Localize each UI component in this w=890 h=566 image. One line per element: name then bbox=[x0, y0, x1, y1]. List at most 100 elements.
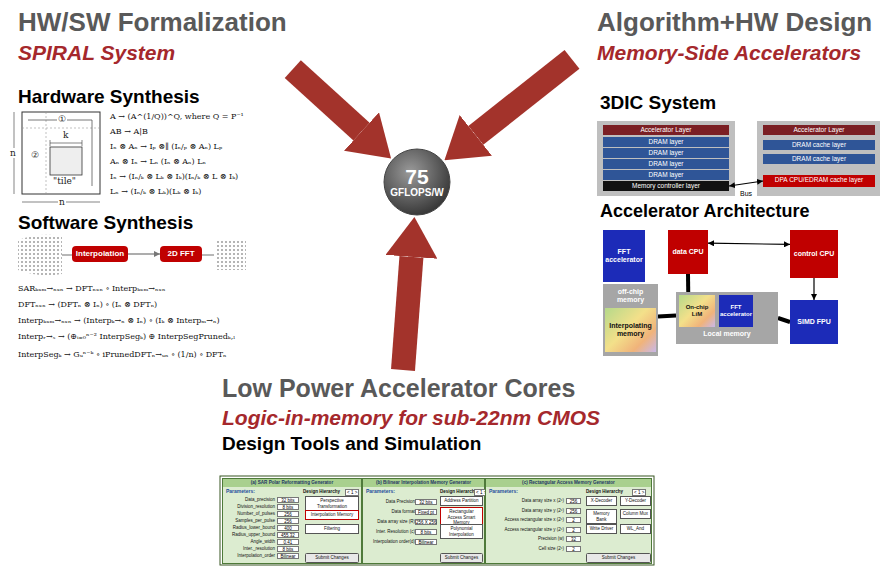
layer-box: DRAM cache layer bbox=[763, 140, 875, 150]
parameter-name: Inter. Resolution (c) bbox=[365, 529, 415, 534]
memory-block: off-chip memoryInterpolating memory bbox=[603, 284, 658, 356]
parameter-value: 8 bits bbox=[277, 546, 299, 552]
parameter-value: 2 bbox=[566, 527, 581, 533]
parameter-value: 32 bbox=[566, 536, 581, 542]
parameter-value: 8 bits bbox=[277, 504, 299, 510]
parameter-name: Inter._resolution bbox=[225, 546, 275, 551]
figure-annotation: n bbox=[9, 148, 17, 158]
parameter-name: Division_resolution bbox=[225, 504, 275, 509]
fpu-block: SIMD FPU bbox=[790, 300, 838, 344]
section-heading: Low Power Accelerator CoresLogic-in-memo… bbox=[205, 370, 655, 460]
parameters-heading: Parameters: bbox=[226, 489, 255, 495]
submit-button-text: Submit Changes bbox=[442, 555, 481, 561]
path-shape bbox=[28, 120, 92, 186]
parameter-name: Data array size y (2ⁿ) bbox=[488, 508, 564, 513]
cpu-block: control CPU bbox=[790, 230, 838, 278]
line-shape bbox=[46, 112, 47, 194]
layer-box: DRAM layer bbox=[603, 170, 729, 180]
module-box: Memory Bank bbox=[586, 509, 617, 524]
formula-text: Interpᵣ→ₛ → (⊕ᵢ₌₀ⁿ⁻² InterpSegₖ) ⊕ Inter… bbox=[18, 332, 235, 341]
memory-image-text: On-chip LiM bbox=[680, 304, 714, 318]
parameter-name: Access rectangular size x (2ⁿ) bbox=[488, 517, 564, 522]
parameter-value: 0.41 bbox=[277, 539, 299, 545]
module-box: Write Driver bbox=[586, 524, 617, 534]
hierarchy-label: Design Hierarchy bbox=[303, 489, 340, 494]
layer-box-text: DRAM layer bbox=[605, 160, 727, 168]
section-heading-text: Design Tools and Simulation bbox=[222, 433, 638, 456]
parameter-name: Radius_lower_bound bbox=[225, 525, 275, 530]
line-shape bbox=[82, 140, 83, 146]
module-box-text: X-Decoder bbox=[588, 498, 615, 504]
line-shape bbox=[22, 128, 100, 129]
parameter-name: Cell size (2ⁿ) bbox=[488, 546, 564, 551]
parameter-name: Data format bbox=[365, 509, 415, 514]
line-shape bbox=[50, 143, 82, 144]
accelerator-block-text: FFT accelerator bbox=[605, 248, 643, 264]
rect-shape bbox=[50, 147, 82, 175]
parameter-name: Angle_width bbox=[225, 539, 275, 544]
flow-arrow bbox=[403, 257, 411, 370]
parameter-value: 32 bits bbox=[415, 499, 437, 505]
parameter-name: Number_of_pulses bbox=[225, 511, 275, 516]
parameter-value: 8 bits bbox=[415, 529, 437, 535]
module-box: Interpolation Memory bbox=[305, 510, 359, 520]
section-subheading: 3DIC System bbox=[600, 92, 716, 114]
memory-block-text: Local memory bbox=[678, 330, 776, 338]
parameter-name: Data array size (R) bbox=[365, 519, 415, 524]
connector-line bbox=[813, 278, 814, 300]
formula-text: Aₙ ⊗ Iₙ → Lₙ (Iₙ ⊗ Aₙ) Lₙ bbox=[110, 157, 206, 166]
layer-box-text: Accelerator Layer bbox=[605, 126, 727, 134]
parameter-name: Data_precision bbox=[225, 497, 275, 502]
parameter-name: Samples_per_pulse bbox=[225, 518, 275, 523]
parameter-name: Data array size x (2ⁿ) bbox=[488, 498, 564, 503]
parameter-value: 2 bbox=[566, 546, 581, 552]
module-box-text: Interpolation Memory bbox=[307, 512, 357, 518]
layer-box-text: DRAM layer bbox=[605, 149, 727, 157]
memory-block: Local memoryOn-chip LiMFFT accelerator bbox=[676, 292, 778, 344]
formula-text: AB → A|B bbox=[110, 127, 148, 136]
spinner-label: < 1 > bbox=[345, 489, 359, 496]
layer-box-text: DRAM layer bbox=[605, 171, 727, 179]
connector-line bbox=[778, 318, 790, 322]
section-subheading: Software Synthesis bbox=[18, 212, 193, 234]
layer-box: DRAM cache layer bbox=[763, 154, 875, 164]
section-subheading: Accelerator Architecture bbox=[600, 201, 809, 222]
module-box-text: Perspective Transformation bbox=[307, 498, 357, 509]
formula-text: SARₖₓₘ→ₙₓₙ → DFTₙₓₙ ∘ Interpₖₓₘ→ₙₓₙ bbox=[18, 284, 165, 293]
parameter-name: Interpolation order(d) bbox=[365, 539, 415, 544]
connector-line bbox=[128, 253, 160, 254]
formula-text: InterpSegₖ → Gᵤⁿ⁻ᵏ ∘ iPrunedDFTₙ→ᵤₙ ∘ (1… bbox=[18, 350, 226, 359]
line-shape bbox=[62, 254, 72, 255]
figure-annotation: "tile" bbox=[52, 176, 77, 186]
section-heading-text: Low Power Accelerator Cores bbox=[222, 374, 638, 403]
formula-text: Iₙ → (Iₙ/ₖ ⊗ Lₖ ⊗ Iₖ)(Iₙ/ₖ ⊗ L ⊗ Iₖ) bbox=[110, 172, 238, 181]
submit-button-text: Submit Changes bbox=[588, 555, 649, 561]
parameter-value: 455.32 bbox=[277, 532, 299, 538]
layer-box-text: DRAM layer bbox=[605, 138, 727, 146]
parameter-value: 256 bbox=[277, 511, 299, 517]
module-box: Polynomial Interpolation bbox=[440, 524, 483, 539]
flow-arrow bbox=[476, 59, 572, 135]
module-box-text: Filtering bbox=[307, 526, 357, 532]
submit-button: Submit Changes bbox=[586, 553, 651, 563]
rect-shape bbox=[22, 112, 100, 194]
module-box: Y-Decoder bbox=[620, 496, 651, 506]
parameter-value: 256 bbox=[277, 518, 299, 524]
process-box-text: Interpolation bbox=[76, 249, 124, 259]
section-heading-text: Memory-Side Accelerators bbox=[597, 40, 880, 65]
rect-shape bbox=[757, 121, 880, 196]
module-box: Column Mux bbox=[620, 509, 651, 519]
rect-shape bbox=[216, 240, 246, 270]
parameter-value: Fixed pt bbox=[415, 509, 437, 515]
section-heading: HW/SW FormalizationSPIRAL System bbox=[12, 4, 324, 69]
layer-box-text: DPA CPU/EDRAM cache layer bbox=[765, 176, 873, 184]
generator-panel-text: (b) Bilinear Interpolation Memory Genera… bbox=[363, 479, 484, 487]
sw-synthesis-figure bbox=[18, 235, 246, 276]
rect-shape bbox=[597, 121, 735, 196]
figure-annotation: n bbox=[58, 197, 66, 207]
module-box: Perspective Transformation bbox=[305, 496, 359, 511]
generator-panel-text: (c) Rectangular Access Memory Generator bbox=[486, 479, 651, 487]
section-heading-text: SPIRAL System bbox=[18, 40, 318, 65]
generator-panel: (c) Rectangular Access Memory GeneratorX… bbox=[485, 478, 652, 564]
layer-box: Memory controller layer bbox=[603, 181, 729, 191]
